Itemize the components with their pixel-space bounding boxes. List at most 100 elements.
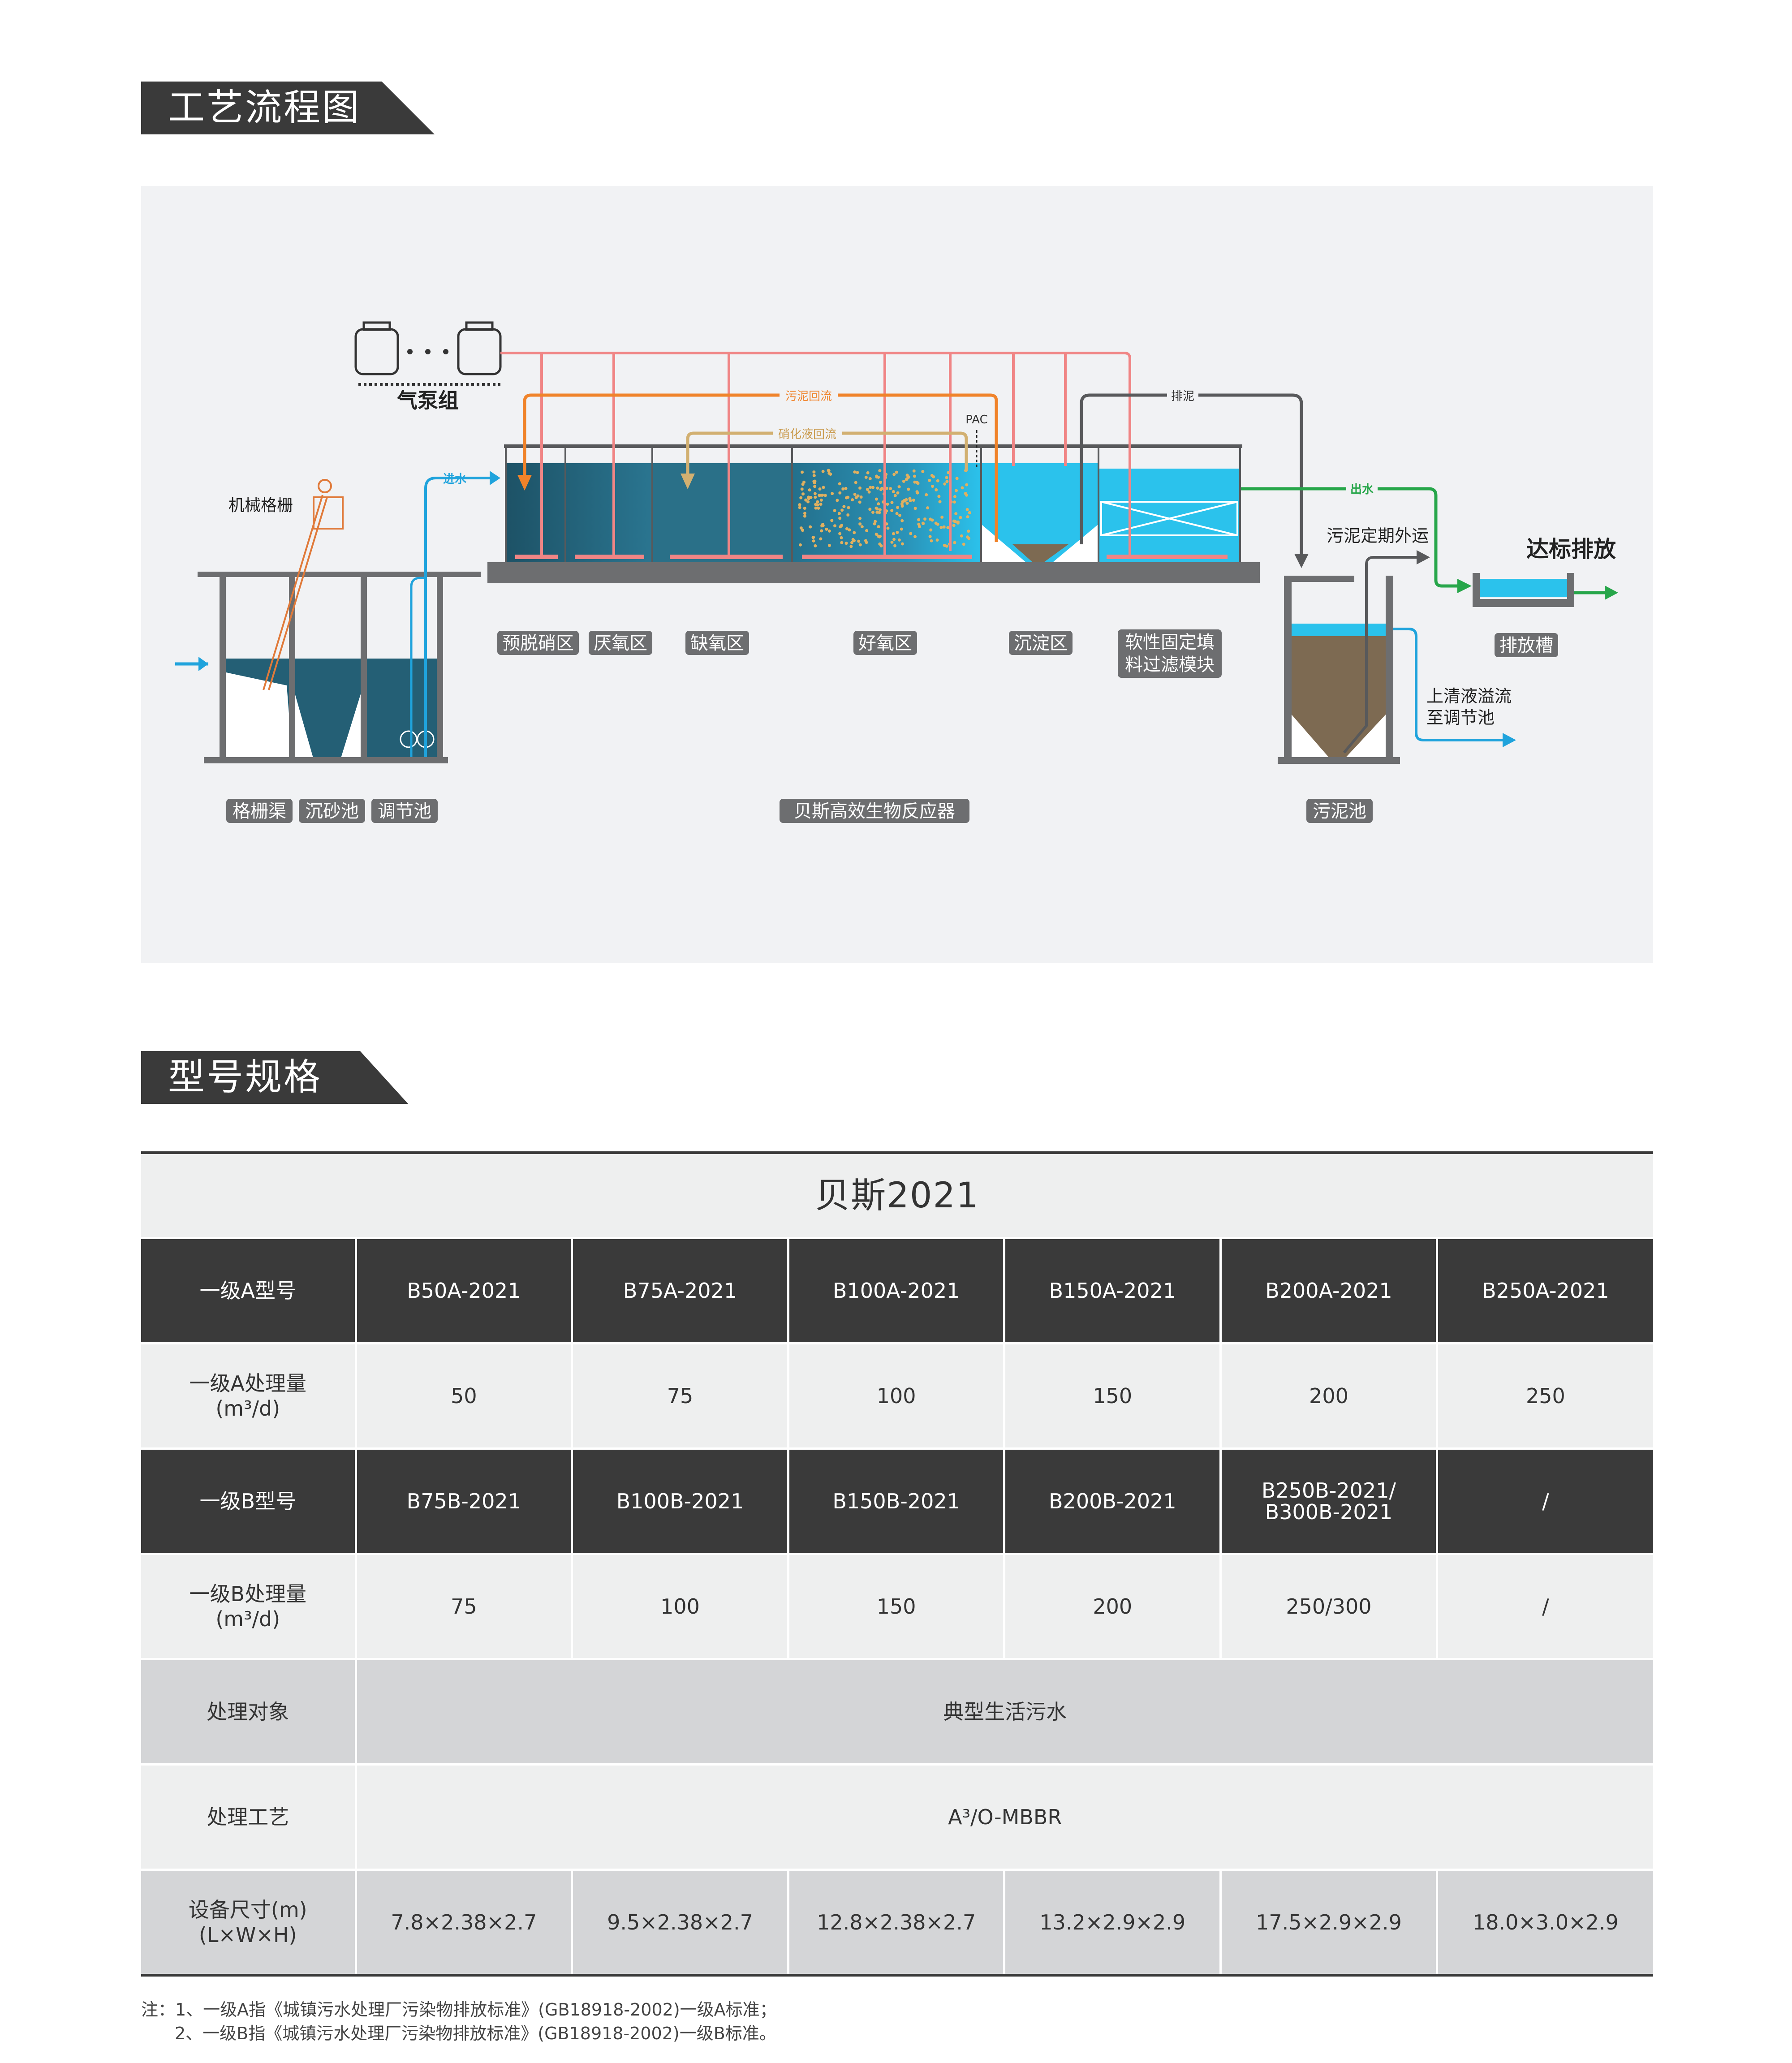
air-bubble [879, 481, 882, 484]
badge-screen-channel: 格栅渠 [233, 801, 286, 822]
air-bubble [875, 475, 879, 479]
air-bubble [813, 492, 817, 495]
air-bubble [821, 523, 824, 526]
air-bubble [925, 493, 928, 496]
table-cell: B150B-2021 [787, 1448, 1004, 1555]
air-bubble [934, 521, 938, 525]
air-bubble [878, 511, 881, 514]
air-pump-group-label: 气泵组 [397, 388, 459, 413]
air-bubble [868, 477, 872, 481]
air-bubble [890, 540, 894, 544]
mechanical-screen-label: 机械格栅 [228, 496, 293, 515]
air-bubble [825, 527, 828, 531]
air-bubble [939, 526, 943, 530]
air-bubble [850, 541, 854, 544]
air-bubble [940, 515, 944, 519]
air-bubble [838, 532, 842, 535]
air-bubble [819, 503, 823, 506]
air-bubble [804, 498, 808, 502]
air-bubble [892, 473, 896, 476]
air-bubble [811, 536, 815, 539]
air-bubble [853, 531, 856, 534]
table-cell: 17.5×2.9×2.9 [1219, 1869, 1437, 1977]
air-bubble [929, 528, 933, 532]
air-bubble [913, 507, 917, 510]
row-label: 一级B型号 [141, 1448, 356, 1555]
air-bubble [916, 482, 920, 485]
air-bubble [905, 501, 909, 505]
air-bubble [942, 525, 946, 529]
sludge-tank [1278, 576, 1400, 764]
air-bubble [838, 517, 842, 520]
air-bubble [955, 489, 958, 492]
air-bubble [822, 486, 825, 489]
air-bubble [844, 487, 848, 490]
table-cell: 100 [787, 1343, 1004, 1450]
air-bubble [943, 543, 946, 547]
table-cell: 9.5×2.38×2.7 [571, 1869, 788, 1977]
air-bubble [897, 485, 901, 489]
air-bubble [812, 474, 816, 478]
table-cell: 200 [1003, 1554, 1221, 1660]
badge-grit-chamber: 沉砂池 [305, 801, 359, 822]
air-bubble [853, 539, 856, 543]
air-bubble [921, 521, 925, 525]
air-bubble [886, 526, 890, 530]
air-bubble [865, 529, 869, 532]
air-bubble [892, 532, 895, 535]
table-cell: 100 [571, 1554, 788, 1660]
row-label-unit: (m³/d) [215, 1396, 280, 1421]
air-bubble [961, 486, 964, 490]
air-bubble [799, 526, 803, 530]
air-bubble [827, 471, 831, 475]
discharge-tank [1473, 573, 1574, 607]
air-bubble [840, 524, 844, 527]
air-bubble [866, 471, 870, 474]
air-bubble [878, 508, 882, 512]
pac-label: PAC [965, 413, 988, 426]
air-bubble [928, 535, 932, 538]
badge-aerobic: 好氧区 [858, 633, 912, 654]
air-bubble [935, 488, 938, 491]
air-bubble [921, 469, 925, 473]
air-bubble [840, 536, 843, 539]
air-bubble [821, 493, 824, 497]
air-bubble [926, 506, 930, 510]
air-bubble [837, 512, 841, 515]
air-bubble [916, 491, 919, 495]
air-bubble [798, 503, 801, 507]
air-bubble [857, 539, 861, 543]
air-bubble [831, 492, 834, 495]
table-cell: B75A-2021 [571, 1238, 788, 1344]
row-label-text: 一级B处理量 [189, 1582, 307, 1606]
note-2: 2、一级B指《城镇污水处理厂污染物排放标准》(GB18918-2002)一级B标… [175, 2024, 776, 2043]
air-bubble [905, 498, 908, 501]
air-bubble [817, 506, 820, 510]
air-bubble [814, 506, 818, 510]
air-bubble [856, 494, 860, 498]
air-bubble [954, 512, 958, 516]
air-bubble [840, 541, 844, 544]
air-bubble [841, 487, 845, 491]
air-bubble [874, 506, 878, 510]
air-bubble [937, 495, 941, 498]
air-bubble [897, 538, 901, 542]
air-bubble [873, 522, 876, 525]
air-bubble [890, 501, 894, 504]
air-bubble [853, 470, 857, 474]
bes-reactor [487, 444, 1260, 583]
air-bubble [953, 541, 956, 544]
air-bubble [956, 521, 960, 525]
table-cell: 7.8×2.38×2.7 [354, 1869, 572, 1977]
air-bubble [854, 481, 857, 484]
air-bubble [909, 532, 913, 535]
air-bubble [900, 519, 904, 522]
air-bubble [917, 518, 921, 521]
air-bubble [813, 485, 817, 488]
air-bubble [892, 538, 896, 541]
air-bubble [878, 469, 882, 473]
air-bubble [936, 479, 939, 482]
